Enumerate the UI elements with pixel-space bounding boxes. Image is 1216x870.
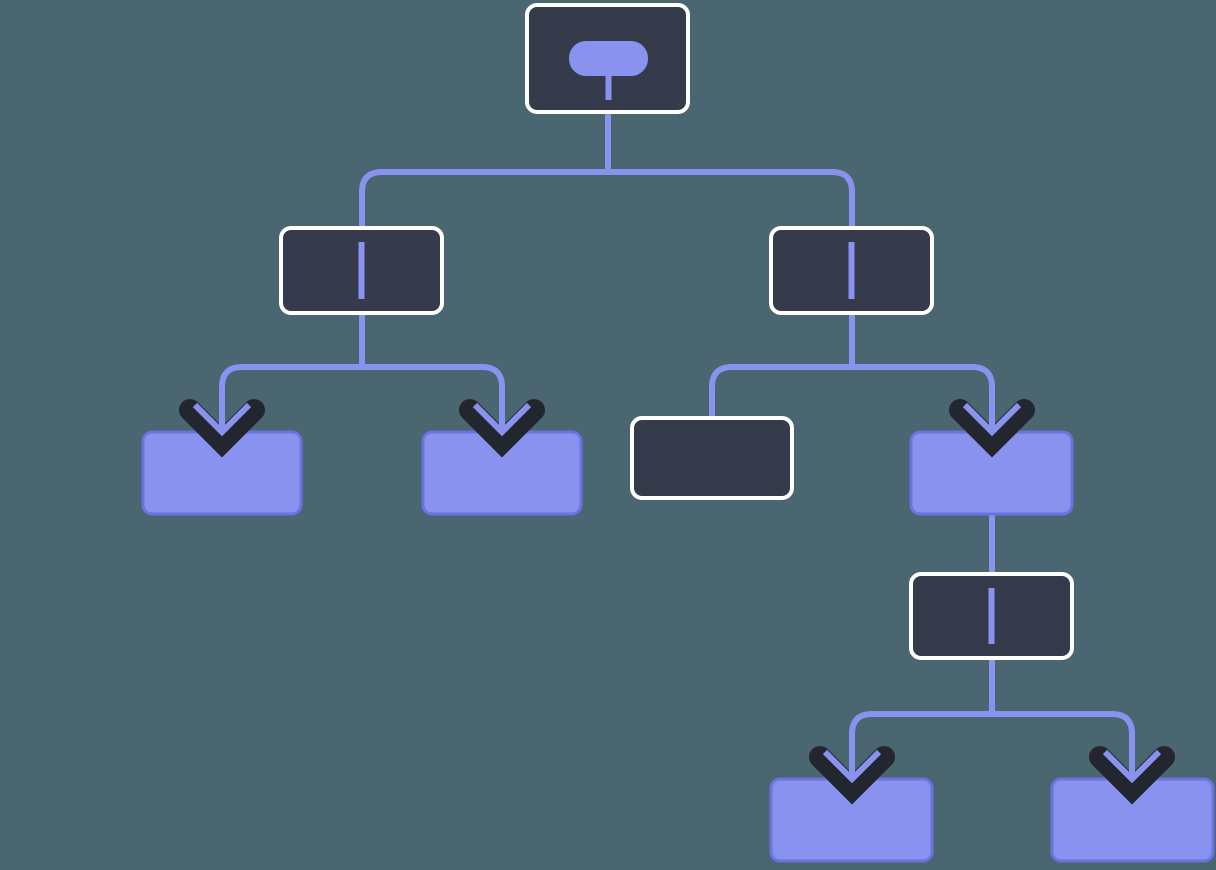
edge-level2-right-split-bus-right-arm: [852, 364, 995, 432]
root-node[interactable]: [525, 3, 690, 114]
edge-level4-split-bus-left-arm: [849, 711, 992, 779]
level3-dark-node[interactable]: [630, 416, 794, 500]
edge-level2-right-split-bus-left-arm: [709, 364, 852, 432]
root-pill-badge: [569, 41, 648, 76]
arrowhead-branch-node: [949, 388, 1035, 458]
arrowhead-leaf-b-dark-chevron: [459, 399, 545, 458]
edge-level2-left-split-bus-right-arm: [362, 364, 505, 432]
node-layer: [141, 3, 1215, 863]
arrowhead-branch-node-dark-chevron: [949, 399, 1035, 458]
arrowhead-leaf-b: [459, 388, 545, 458]
edge-root-split-bus-left-arm: [359, 169, 607, 228]
edge-root-split-bus-right-arm: [607, 169, 855, 228]
arrowhead-leaf-c: [809, 735, 895, 805]
arrowhead-leaf-c-dark-chevron: [809, 746, 895, 805]
arrowhead-leaf-d: [1089, 735, 1175, 805]
arrowhead-leaf-d-dark-chevron: [1089, 746, 1175, 805]
edge-layer-over: [358, 242, 995, 644]
edge-level2-left-split-bus-left-arm: [219, 364, 362, 432]
arrowhead-layer: [179, 388, 1175, 805]
arrowhead-leaf-a: [179, 388, 265, 458]
edge-level4-split-bus-right-arm: [992, 711, 1135, 779]
level3-dark-node-box[interactable]: [630, 416, 794, 500]
arrowhead-leaf-a-dark-chevron: [179, 399, 265, 458]
